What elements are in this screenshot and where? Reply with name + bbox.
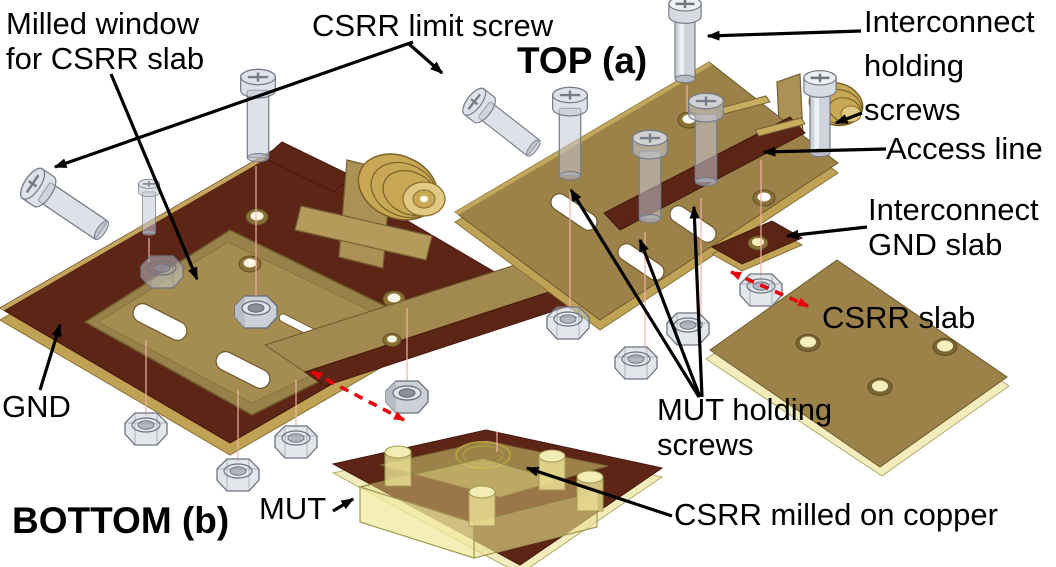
- line-pin: [754, 117, 806, 137]
- nut: [546, 306, 590, 340]
- bottom-assembly: [0, 141, 577, 456]
- arrow-interconnect-screw-2: [834, 111, 863, 125]
- explode-arrows: [311, 270, 809, 422]
- csrr-limit-screw-standing: [239, 68, 277, 163]
- mut-block: [357, 445, 604, 559]
- nut: [124, 412, 168, 446]
- nut: [614, 346, 658, 380]
- arrow-csrr-milled: [525, 466, 673, 518]
- line-strip-board: [263, 264, 577, 387]
- sma-bracket-bar: [294, 205, 433, 261]
- line-wedge: [263, 141, 353, 193]
- csrr-slab: [705, 259, 1010, 477]
- csrr-limit-screw-left: [14, 163, 117, 249]
- slot: [215, 351, 271, 389]
- csrr-ring: [455, 441, 511, 469]
- arrow-gnd: [38, 323, 62, 391]
- nut: [274, 425, 318, 459]
- annotation-arrows: [38, 29, 887, 518]
- arrow-mut-screw-3: [689, 205, 704, 398]
- mut-assembly: [331, 429, 664, 567]
- nut: [140, 255, 184, 289]
- sma-connector-left: [263, 141, 446, 269]
- arrow-access-line: [762, 146, 887, 157]
- explode-arrow-left: [311, 370, 405, 422]
- nut: [216, 458, 260, 492]
- slot: [132, 303, 188, 341]
- nut-metal: [234, 295, 278, 329]
- explode-arrow-right: [730, 270, 809, 308]
- nut-metal: [385, 380, 429, 414]
- csrr-limit-screw-right: [457, 83, 548, 165]
- sma-threads: [357, 153, 446, 221]
- arrow-interconnect-gnd-slab: [785, 225, 868, 240]
- interconnect-gnd-slab: [710, 220, 804, 272]
- top-assembly: [331, 61, 1010, 567]
- arrow-mut-screw-2: [638, 238, 702, 398]
- construction-lines: [145, 85, 762, 462]
- arrow-mut: [332, 497, 355, 513]
- arrow-mut-screw-1: [569, 188, 701, 398]
- arrow-limit-screw-left: [53, 40, 414, 169]
- arrow-milled-window: [109, 73, 199, 281]
- arrow-limit-screw-right: [407, 42, 444, 75]
- arrow-interconnect-screw-1: [706, 29, 862, 41]
